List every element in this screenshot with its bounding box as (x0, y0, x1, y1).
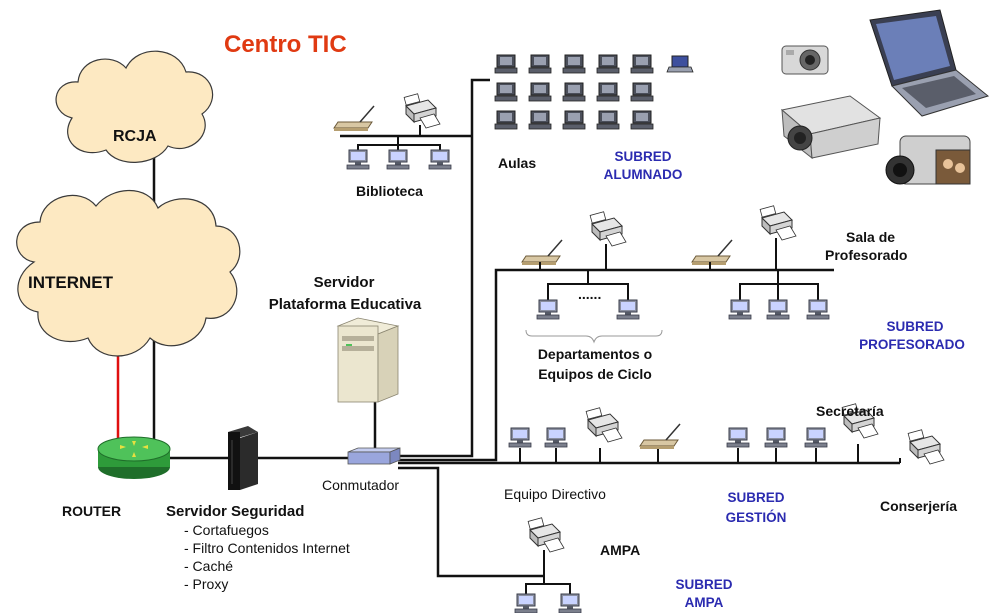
management-devices (508, 403, 945, 465)
camera-icon (781, 45, 829, 75)
departments-label-1: Departamentos o (537, 346, 653, 362)
internet-label: INTERNET (28, 273, 113, 292)
switch-icon (347, 447, 401, 465)
projector-icon (780, 95, 882, 160)
rcja-label: RCJA (113, 128, 157, 145)
concierge-label: Conserjería (880, 498, 958, 514)
laptop-icon (869, 9, 990, 117)
subnet-parents-label-2: AMPA (684, 595, 724, 610)
security-feature-2: - Filtro Contenidos Internet (184, 540, 350, 556)
classrooms-label: Aulas (498, 155, 537, 171)
management-label: Equipo Directivo (504, 486, 606, 502)
security-feature-1: - Cortafuegos (184, 522, 269, 538)
classroom-computers (494, 54, 694, 130)
staff-room-label-1: Sala de (846, 229, 896, 245)
parents-label: AMPA (600, 542, 641, 558)
platform-server-label-1: Servidor (313, 274, 375, 291)
subnet-students-label-2: ALUMNADO (603, 167, 683, 182)
router-label: ROUTER (62, 503, 122, 519)
switch-label: Conmutador (322, 477, 400, 493)
network-links (152, 78, 900, 578)
camcorder-icon (885, 135, 971, 185)
subnet-parents-label-1: SUBRED (675, 577, 733, 592)
subnet-management-label-1: SUBRED (727, 490, 785, 505)
subnet-management-label-2: GESTIÓN (725, 510, 787, 525)
internet-cloud (16, 189, 241, 357)
subnet-teachers-label-2: PROFESORADO (859, 337, 965, 352)
security-feature-3: - Caché (184, 558, 234, 574)
parents-devices (514, 517, 582, 613)
security-server-label: Servidor Seguridad (166, 503, 305, 520)
rcja-cloud (55, 50, 214, 163)
secretary-label: Secretaría (816, 403, 884, 419)
platform-server-label-2: Plataforma Educativa (268, 296, 422, 313)
platform-server-icon (336, 317, 400, 403)
library-label: Biblioteca (356, 183, 423, 199)
departments-dots: ...... (578, 286, 602, 302)
library-devices (333, 93, 452, 170)
departments-label-2: Equipos de Ciclo (538, 366, 652, 382)
subnet-students-label-1: SUBRED (614, 149, 672, 164)
teachers-devices (521, 205, 830, 344)
router-icon (97, 436, 171, 479)
diagram-title: Centro TIC (224, 31, 347, 58)
security-feature-4: - Proxy (184, 576, 229, 592)
subnet-teachers-label-1: SUBRED (886, 319, 944, 334)
security-server-icon (228, 426, 258, 490)
staff-room-label-2: Profesorado (825, 247, 908, 263)
